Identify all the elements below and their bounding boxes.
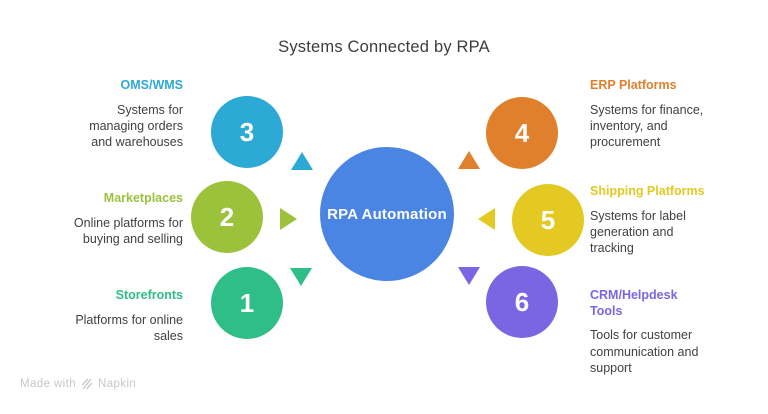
page-title: Systems Connected by RPA [278, 38, 490, 56]
node-circle-oms-wms: 3 [211, 96, 283, 168]
node-description: Systems for label generation and trackin… [590, 208, 686, 256]
watermark-prefix: Made with [20, 378, 77, 390]
node-circle-erp-platforms: 4 [486, 97, 558, 169]
node-number: 5 [540, 204, 556, 235]
node-circle-shipping-platforms: 5 [512, 184, 584, 256]
label-block-crm-helpdesk: CRM/Helpdesk Tools Tools for customer co… [590, 288, 760, 376]
label-block-shipping-platforms: Shipping Platforms Systems for label gen… [590, 184, 760, 256]
node-title: ERP Platforms [590, 78, 677, 92]
arrow-up-icon [291, 152, 313, 170]
center-node-label: RPA Automation [327, 205, 447, 223]
node-description: Online platforms for buying and selling [73, 215, 183, 246]
node-number: 4 [514, 117, 530, 148]
node-title: Shipping Platforms [590, 184, 705, 198]
label-block-oms-wms: OMS/WMS Systems for managing orders and … [25, 78, 183, 150]
label-block-erp-platforms: ERP Platforms Systems for finance, inven… [590, 78, 760, 150]
node-title: Storefronts [115, 288, 183, 302]
watermark-brand: Napkin [98, 378, 137, 390]
node-title: CRM/Helpdesk Tools [590, 288, 678, 318]
center-node-rpa-automation: RPA Automation [320, 147, 454, 281]
node-title: OMS/WMS [120, 78, 184, 92]
node-number: 1 [239, 287, 255, 318]
node-number: 3 [239, 116, 255, 147]
arrow-left-icon [478, 208, 495, 230]
node-description: Systems for managing orders and warehous… [89, 102, 183, 150]
node-description: Tools for customer communication and sup… [590, 328, 699, 375]
watermark: Made with Napkin [20, 378, 136, 390]
node-number: 2 [219, 201, 235, 232]
label-block-marketplaces: Marketplaces Online platforms for buying… [25, 191, 183, 247]
napkin-logo-icon [81, 378, 93, 390]
arrow-up-icon [458, 151, 480, 169]
node-title: Marketplaces [103, 191, 183, 205]
node-circle-marketplaces: 2 [191, 181, 263, 253]
node-circle-storefronts: 1 [211, 267, 283, 339]
arrow-down-icon [458, 267, 480, 285]
arrow-down-icon [290, 268, 312, 286]
node-description: Systems for finance, inventory, and proc… [590, 102, 704, 150]
arrow-right-icon [280, 208, 297, 230]
node-description: Platforms for online sales [75, 312, 183, 343]
label-block-storefronts: Storefronts Platforms for online sales [25, 288, 183, 344]
node-circle-crm-helpdesk: 6 [486, 266, 558, 338]
node-number: 6 [514, 286, 530, 317]
